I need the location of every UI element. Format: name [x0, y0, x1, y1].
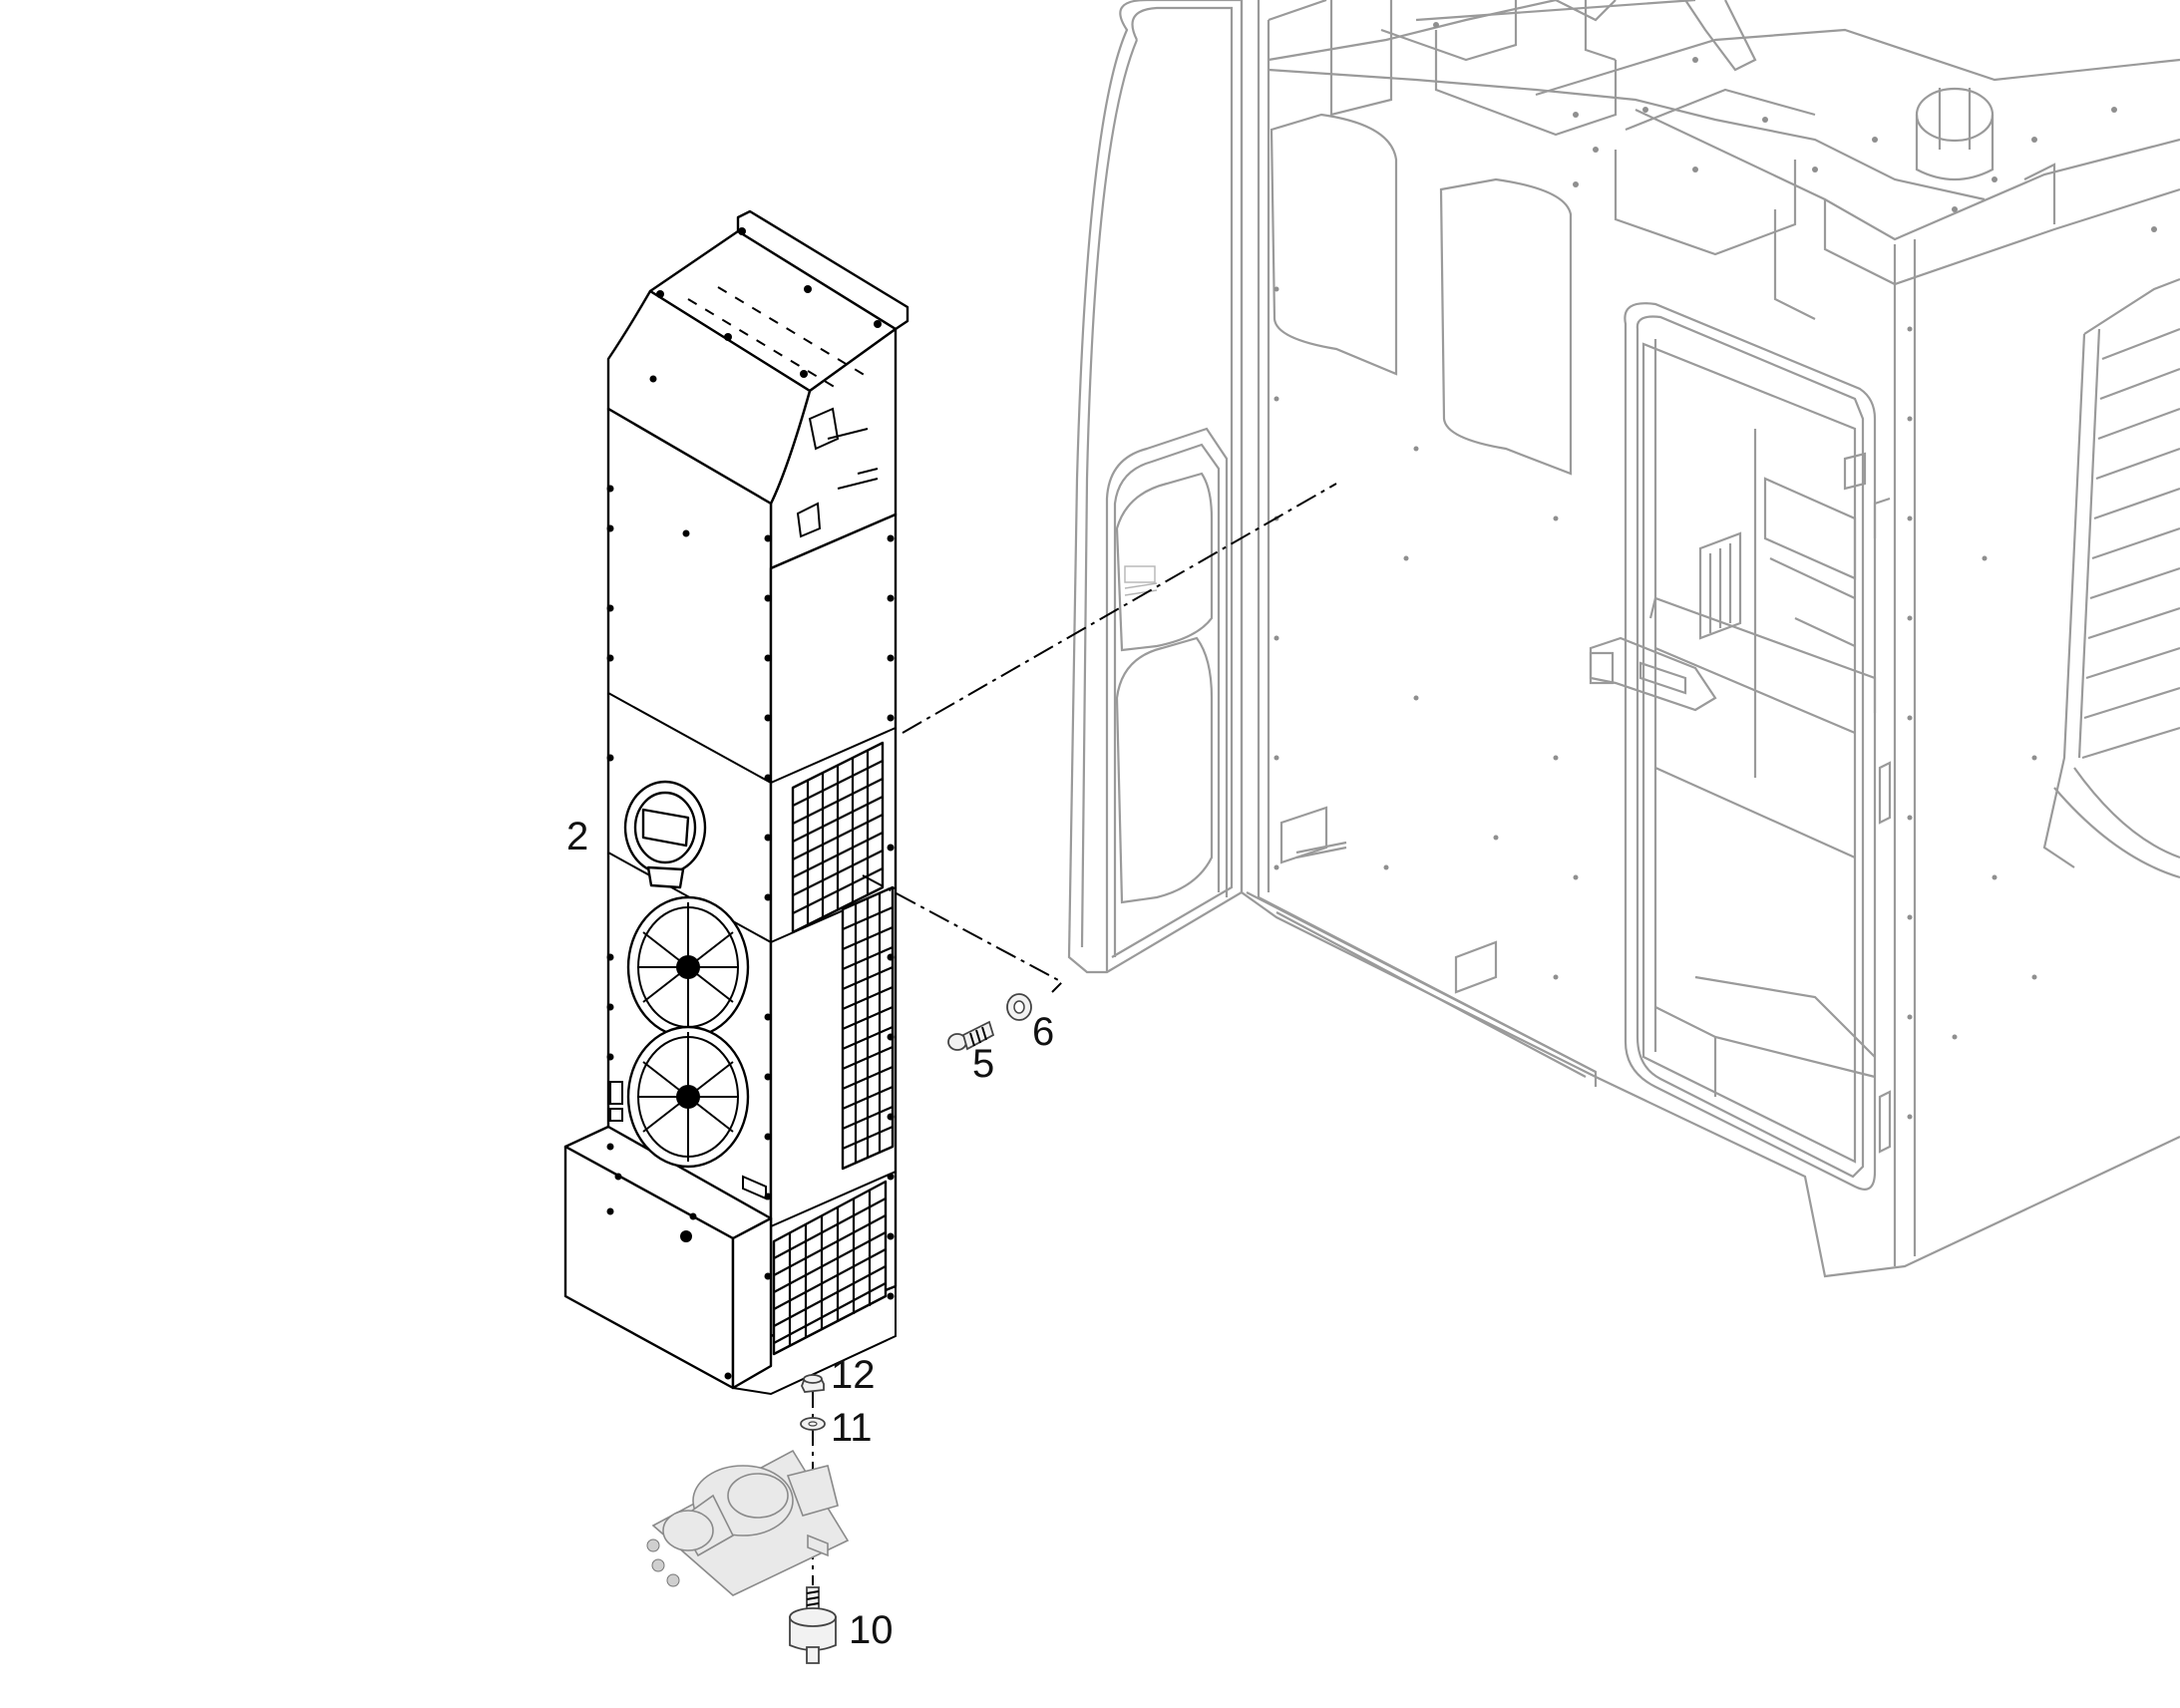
hvac-unit — [563, 209, 909, 1396]
cab-structure — [1067, 0, 2180, 1278]
callouts: 2 5 6 12 11 10 — [566, 815, 1054, 1652]
callout-11: 11 — [831, 1406, 873, 1450]
lower-grille — [772, 1180, 888, 1356]
callout-12: 12 — [831, 1353, 876, 1397]
compressor-assembly — [646, 1449, 850, 1596]
leader-upper — [902, 483, 1337, 734]
upper-grille — [791, 741, 885, 934]
callout-5: 5 — [972, 1042, 994, 1086]
callout-6: 6 — [1032, 1010, 1054, 1054]
cab-frame — [1240, 0, 2180, 1278]
cab-door — [1067, 0, 1244, 974]
fan-upper — [626, 895, 750, 1039]
leader-lower — [862, 874, 1064, 993]
middle-grille — [841, 885, 895, 1171]
callout-10: 10 — [849, 1608, 894, 1652]
fan-lower — [626, 1025, 750, 1169]
washer-6 — [1006, 993, 1032, 1021]
bottom-box-right — [731, 1216, 773, 1390]
washer-11 — [800, 1417, 826, 1431]
nut-12 — [801, 1374, 825, 1393]
isolator-10 — [789, 1586, 837, 1664]
bolt-5 — [947, 1020, 995, 1051]
cab-rivets — [1273, 22, 2157, 1120]
tower-rivets — [606, 227, 895, 1380]
callout-2: 2 — [566, 815, 588, 858]
hardware — [646, 993, 1032, 1664]
filter-cap — [623, 780, 707, 889]
